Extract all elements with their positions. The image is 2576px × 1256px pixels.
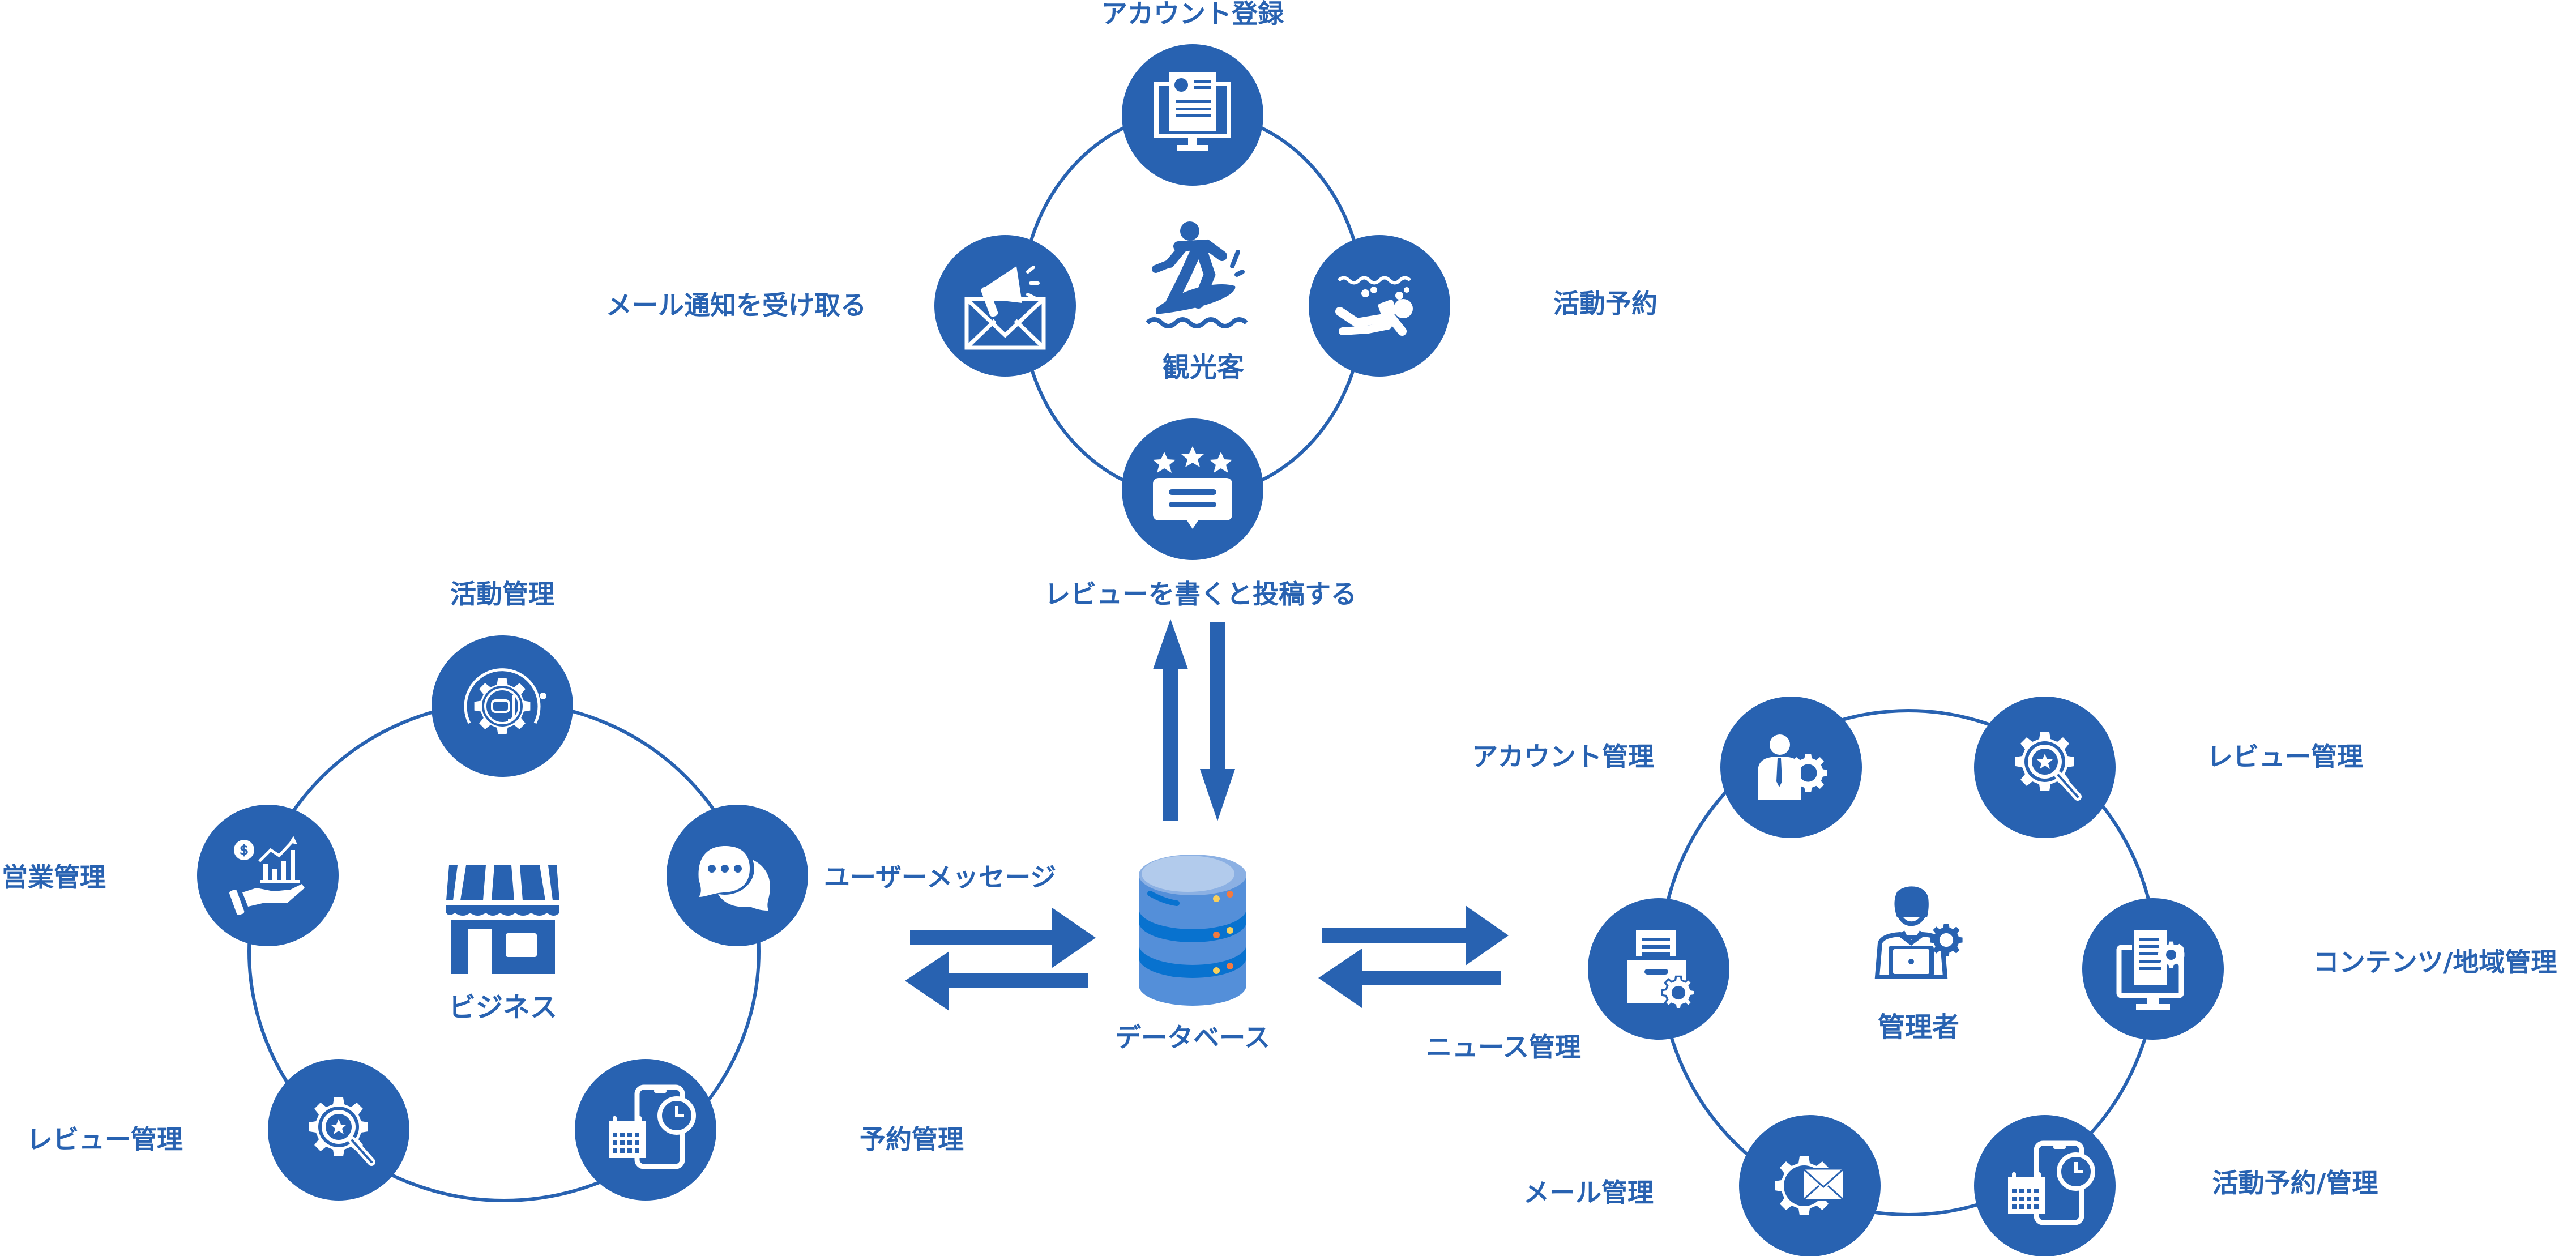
business-node-review-management[interactable]: [268, 1059, 409, 1201]
star-review-icon: [1153, 446, 1232, 529]
admin-node-activity-booking-management[interactable]: [1974, 1115, 2116, 1256]
arrow-db-to-admin: [1322, 905, 1509, 966]
admin-cluster: 管理者 アカウント管理 レビュー管理: [1426, 697, 2557, 1256]
tourist-node-label: 活動予約: [1553, 288, 1657, 319]
arrow-tourist-to-db: [1200, 622, 1235, 821]
business-node-label: 予約管理: [860, 1124, 964, 1155]
arrow-db-to-business: [905, 951, 1088, 1011]
business-node-label: 営業管理: [2, 862, 106, 892]
admin-node-news-management[interactable]: [1588, 898, 1729, 1040]
admin-node-label: コンテンツ/地域管理: [2313, 947, 2557, 977]
admin-node-content-region-management[interactable]: [2082, 898, 2224, 1040]
business-node-activity-management[interactable]: [432, 635, 573, 777]
admin-node-label: ニュース管理: [1426, 1032, 1581, 1062]
business-node-label: 活動管理: [450, 579, 554, 609]
admin-node-label: 活動予約/管理: [2212, 1168, 2378, 1198]
tourist-node-email-notification[interactable]: [934, 235, 1076, 377]
chat-bubbles-icon: [695, 843, 770, 911]
admin-node-account-management[interactable]: [1720, 697, 1862, 838]
business-node-user-messages[interactable]: [667, 805, 808, 946]
document-monitor-gear-icon: [2116, 928, 2185, 1010]
admin-laptop-gear-icon: [1874, 886, 1963, 979]
svg-text:$: $: [240, 842, 249, 858]
account-registration-monitor-icon: [1154, 72, 1231, 151]
business-node-label: ユーザーメッセージ: [824, 862, 1056, 892]
surfer-icon: [1146, 221, 1248, 328]
business-node-sales-management[interactable]: $: [197, 805, 339, 946]
admin-title: 管理者: [1878, 1011, 1959, 1043]
tourist-title: 観光客: [1163, 352, 1244, 383]
admin-node-label: レビュー管理: [2207, 741, 2363, 772]
scuba-diver-icon: [1335, 276, 1413, 336]
tourist-node-label: アカウント登録: [1101, 0, 1284, 29]
activity-gear-diving-mask-icon: [464, 668, 546, 734]
tourist-node-activity-booking[interactable]: [1309, 235, 1450, 377]
database-icon: [1139, 855, 1246, 1006]
archive-box-gear-icon: [1626, 930, 1696, 1010]
arrow-business-to-db: [910, 908, 1096, 968]
gear-envelope-icon: [1775, 1156, 1845, 1215]
admin-node-email-management[interactable]: [1739, 1115, 1881, 1256]
database[interactable]: データベース: [1115, 855, 1270, 1053]
business-cluster: ビジネス 活動管理: [2, 579, 1056, 1202]
tourist-node-write-review[interactable]: [1122, 418, 1263, 560]
admin-node-label: メール管理: [1523, 1177, 1654, 1208]
admin-node-review-management[interactable]: [1974, 697, 2116, 838]
business-node-reservation-management[interactable]: [575, 1059, 716, 1201]
tourist-cluster: 観光客 アカウント登録: [606, 0, 1657, 609]
tourist-node-label: レビューを書くと投稿する: [1044, 579, 1357, 609]
sales-growth-hand-icon: $: [229, 836, 305, 915]
storefront-icon: [446, 865, 559, 974]
business-title: ビジネス: [448, 992, 557, 1023]
user-gear-icon: [1758, 734, 1827, 800]
admin-node-label: アカウント管理: [1472, 741, 1654, 772]
email-megaphone-icon: [964, 266, 1046, 350]
business-node-label: レビュー管理: [27, 1124, 183, 1155]
arrow-db-to-tourist: [1153, 619, 1188, 821]
arrow-admin-to-db: [1318, 949, 1501, 1008]
database-title: データベース: [1115, 1022, 1270, 1053]
tourist-node-account-registration[interactable]: [1122, 44, 1263, 186]
tourist-node-label: メール通知を受け取る: [606, 290, 866, 321]
